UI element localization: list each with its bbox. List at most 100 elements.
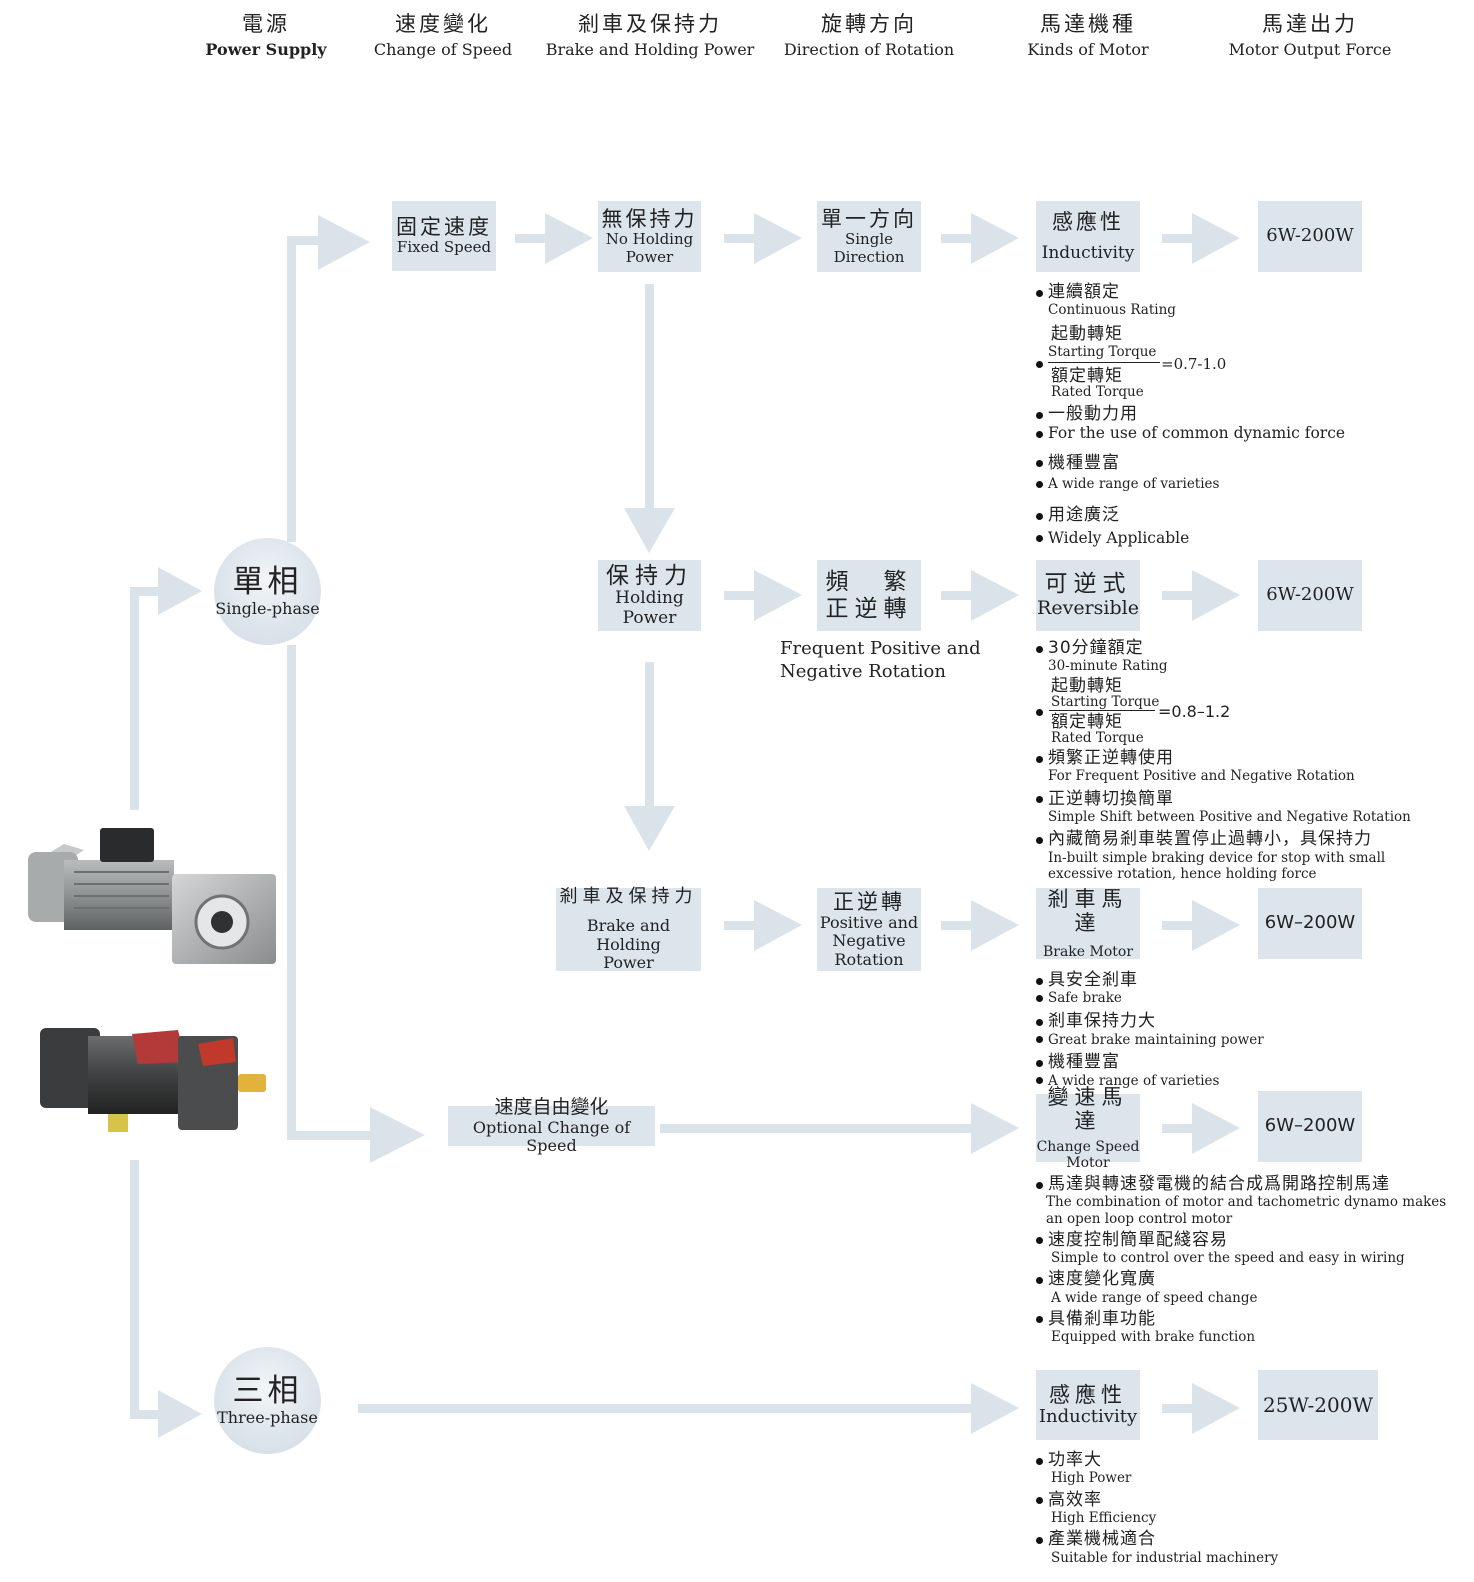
bullet-zh: 起動轉矩 [1051,324,1123,344]
bullet-en: The combination of motor and tachometric… [1046,1194,1447,1211]
change-speed-zh: 變速馬達 [1047,1084,1129,1133]
header-en: Kinds of Motor [1027,40,1149,59]
header-en: Change of Speed [373,40,513,59]
output-box-2: 6W-200W [1258,560,1362,631]
bullet-en: A wide range of varieties [1048,476,1220,493]
reversible-bullets: 30分鐘額定 30-minute Rating [1036,638,1168,675]
single-direction-zh: 單一方向 [821,207,917,232]
single-direction-box: 單一方向 Single Direction [817,201,921,272]
no-holding-en: No Holding [605,230,694,249]
output-value: 6W-200W [1266,584,1354,606]
output-box-3: 6W–200W [1258,888,1362,959]
motor-image-black [40,1028,266,1132]
header-brake-holding: 剎車及保持力 Brake and Holding Power [546,8,755,59]
bullet-zh: 額定轉矩 [1051,712,1123,732]
reversible-bullets-2: 頻繁正逆轉使用 For Frequent Positive and Negati… [1036,748,1411,882]
header-zh: 剎車及保持力 [578,12,722,36]
bullet-zh: 30分鐘額定 [1048,638,1144,658]
header-power-supply: 電源 Power Supply [205,8,326,59]
header-kinds-of-motor: 馬達機種 Kinds of Motor [1027,8,1148,59]
holding-en: Holding [615,588,684,609]
holding-power-box: 保持力 Holding Power [598,560,701,631]
header-direction: 旋轉方向 Direction of Rotation [784,8,954,59]
bullet-en: In-built simple braking device for stop … [1048,849,1386,866]
frequent-rotation-box: 頻 繁 正逆轉 [817,560,921,631]
bullet-en: Simple Shift between Positive and Negati… [1048,808,1411,825]
bullet-en: Safe brake [1048,990,1122,1007]
output-value: 6W–200W [1264,1115,1356,1137]
bullet-zh: 機種豐富 [1048,1052,1120,1073]
frequent-zh: 正逆轉 [825,595,913,622]
output-value: 6W-200W [1266,225,1354,247]
bullet-zh: 連續額定 [1048,282,1120,302]
bullet-en: Rated Torque [1051,730,1144,746]
bullet-en: Simple to control over the speed and eas… [1051,1250,1405,1267]
bullet-en: Rated Torque [1051,384,1144,400]
single-phase-zh: 單相 [232,563,303,600]
torque-ratio-value: =0.8–1.2 [1158,702,1231,721]
fixed-speed-box: 固定速度 Fixed Speed [392,201,496,271]
single-direction-en: Single [844,230,893,249]
positive-negative-zh: 正逆轉 [833,889,905,914]
bullet-zh: 高效率 [1048,1489,1102,1510]
bullet-en: an open loop control motor [1046,1210,1233,1227]
fixed-speed-zh: 固定速度 [396,215,492,240]
frequent-zh: 頻 繁 [825,569,913,596]
header-en: Direction of Rotation [783,40,955,59]
output-box-1: 6W-200W [1258,201,1362,272]
reversible-box: 可逆式 Reversible [1036,560,1140,631]
output-value: 25W-200W [1262,1392,1374,1417]
output-box-4: 6W–200W [1258,1091,1362,1162]
frequent-caption-line: Frequent Positive and [780,638,981,659]
positive-negative-en: Negative [832,931,906,951]
single-phase-en: Single-phase [215,599,320,619]
reversible-torque-ratio: 起動轉矩 Starting Torque =0.8–1.2 額定轉矩 Rated… [1036,676,1296,752]
header-zh: 馬達出力 [1261,12,1358,36]
bullet-en: A wide range of varieties [1048,1072,1220,1089]
bullet-en: 30-minute Rating [1048,658,1168,675]
bullet-zh: 正逆轉切換簡單 [1048,788,1174,809]
inductivity3-en: Inductivity [1038,1405,1138,1427]
brake-holding-zh: 剎車及保持力 [559,885,698,907]
brake-motor-bullets: 具安全剎車 Safe brake 剎車保持力大 Great brake main… [1036,970,1264,1090]
motor-image-grey [28,828,276,964]
bullet-en: Widely Applicable [1048,528,1190,547]
reversible-en: Reversible [1037,596,1139,619]
change-speed-bullets: 馬達與轉速發電機的結合成爲開路控制馬達 The combination of m… [1036,1174,1446,1346]
change-speed-motor-box: 變速馬達 Change Speed Motor [1036,1085,1140,1171]
bullet-en: Great brake maintaining power [1048,1031,1264,1048]
output-box-5: 25W-200W [1258,1370,1378,1440]
optional-speed-en: Optional Change of Speed [472,1117,631,1155]
positive-negative-en: Positive and [819,912,919,932]
holding-en: Power [622,607,677,628]
header-zh: 電源 [241,12,290,36]
bullet-en: Starting Torque [1048,344,1157,360]
bullet-zh: 具安全剎車 [1048,970,1138,990]
bullet-zh: 馬達與轉速發電機的結合成爲開路控制馬達 [1048,1174,1390,1194]
optional-speed-zh: 速度自由變化 [494,1095,609,1118]
frequent-caption-line: Negative Rotation [780,660,946,682]
bullet-zh: 一般動力用 [1048,404,1138,424]
single-phase-node: 單相 Single-phase [214,538,321,645]
holding-zh: 保持力 [606,562,693,589]
bullet-zh: 剎車保持力大 [1048,1011,1156,1032]
bullet-en: Continuous Rating [1048,302,1176,319]
bullet-zh: 額定轉矩 [1051,366,1123,386]
header-zh: 旋轉方向 [821,12,917,36]
bullet-en: For Frequent Positive and Negative Rotat… [1048,768,1355,785]
bullet-zh: 起動轉矩 [1051,676,1123,696]
torque-ratio-value: =0.7-1.0 [1161,355,1227,373]
three-phase-node: 三相 Three-phase [214,1347,321,1454]
optional-speed-box: 速度自由變化 Optional Change of Speed [448,1096,655,1155]
header-en: Motor Output Force [1228,40,1392,59]
bullet-zh: 速度變化寬廣 [1048,1269,1156,1290]
inductivity-three-phase-box: 感應性 Inductivity [1036,1370,1140,1440]
inductivity-torque-ratio: 起動轉矩 Starting Torque =0.7-1.0 額定轉矩 Rated… [1036,324,1296,404]
bullet-zh: 功率大 [1048,1450,1102,1470]
bullet-en: For the use of common dynamic force [1048,424,1346,443]
brake-holding-en: Brake and Holding [586,916,671,954]
bullet-en: A wide range of speed change [1051,1289,1258,1306]
brake-motor-box: 剎車馬達 Brake Motor [1036,887,1140,960]
inductivity-bullets: 連續額定 Continuous Rating [1036,282,1176,319]
